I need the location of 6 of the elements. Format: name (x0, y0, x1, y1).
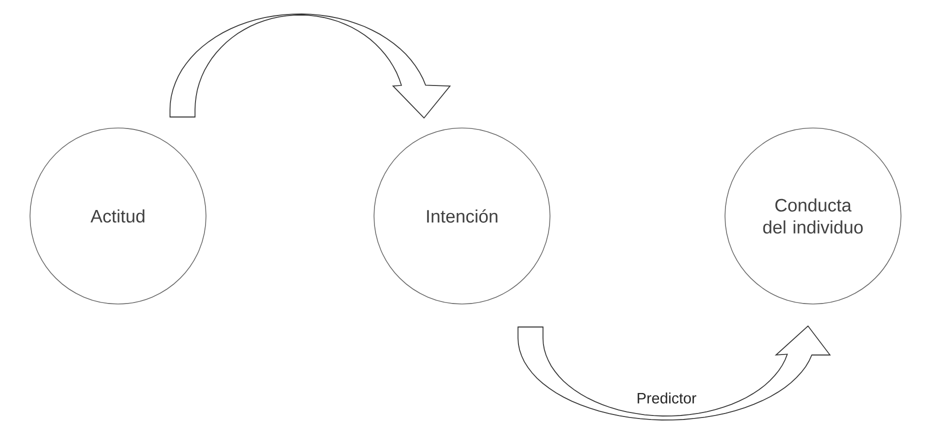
edge-label: Predictor (636, 391, 698, 404)
circle-node: Intención (374, 128, 550, 304)
circle-node: Conducta del individuo (724, 128, 902, 304)
circle-node: Actitud (30, 128, 206, 304)
curved-block-arrow (518, 325, 831, 420)
curved-block-arrow (170, 14, 451, 119)
